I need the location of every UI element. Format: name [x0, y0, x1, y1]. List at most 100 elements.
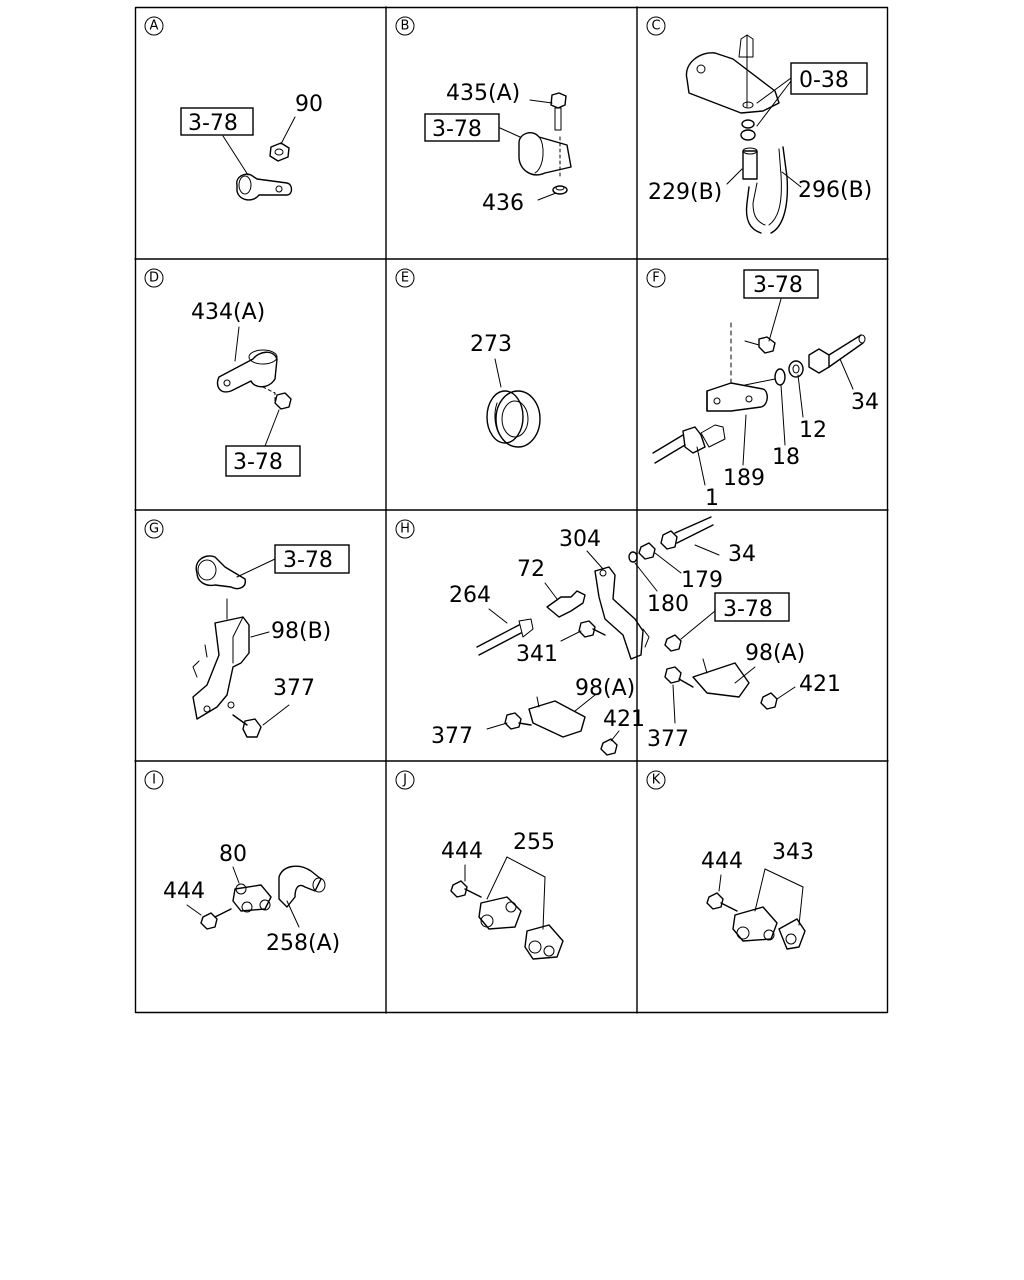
part-label-98b: 98(B) [271, 619, 331, 644]
nut-part-421a [760, 686, 796, 710]
part-label-341: 341 [516, 642, 558, 667]
bolt-part-444j [450, 880, 482, 898]
svg-text:C: C [651, 19, 660, 34]
part-label-343: 343 [772, 840, 814, 865]
bolt-part-377b [664, 666, 694, 724]
part-label-421b: 421 [603, 707, 645, 732]
ref-label-f: 3-78 [753, 273, 803, 298]
part-label-434a: 434(A) [191, 300, 265, 325]
section-marker-f: F [646, 268, 666, 288]
part-label-180: 180 [647, 592, 689, 617]
ref-box-f [743, 269, 819, 299]
parts-diagram: A B C D E F G H I J K 3-78 90 435(A) 3-7… [134, 6, 889, 1014]
nut-part-421b [600, 730, 620, 756]
parts-diagram-grid: A B C D E F G H I J K 3-78 90 435(A) 3-7… [134, 6, 889, 1014]
ref-box-d [225, 445, 301, 477]
part-label-304: 304 [559, 527, 601, 552]
part-label-264: 264 [449, 583, 491, 608]
part-label-1: 1 [705, 486, 719, 511]
ref-box-a [180, 107, 254, 136]
ref-box-g [274, 544, 350, 574]
section-h: 304 34 72 179 264 180 3-78 341 98(A) 98(… [431, 516, 841, 756]
part-label-377a: 377 [431, 724, 473, 749]
connector-part-229b [742, 147, 758, 180]
pipe-part-264 [476, 608, 534, 656]
nut-part-c [740, 119, 756, 141]
bracket-part-c [685, 34, 780, 114]
ref-label-g: 3-78 [283, 548, 333, 573]
washer-part-18 [774, 368, 786, 386]
section-marker-b: B [395, 16, 415, 36]
clip-part-434a [216, 349, 278, 393]
bracket-part-98a-1 [692, 658, 756, 698]
svg-text:E: E [401, 271, 409, 286]
svg-text:F: F [652, 271, 659, 286]
part-label-98a-2: 98(A) [575, 676, 635, 701]
ref-label-a: 3-78 [188, 111, 238, 136]
part-label-258a: 258(A) [266, 931, 340, 956]
ref-label-d: 3-78 [233, 450, 283, 475]
bolt-part-435a [550, 92, 567, 131]
part-label-90: 90 [295, 92, 323, 117]
part-label-12: 12 [799, 418, 827, 443]
clip-part-g [195, 555, 246, 590]
clip-part-a [236, 173, 293, 201]
nut-part-h [664, 610, 716, 652]
bracket-part-304 [586, 550, 650, 660]
ref-label-c: 0-38 [799, 68, 849, 93]
bolt-part-341 [560, 620, 606, 642]
fitting-part-72 [544, 582, 586, 618]
section-marker-a: A [144, 16, 164, 36]
section-marker-e: E [395, 268, 415, 288]
part-label-296b: 296(B) [798, 178, 872, 203]
nut-part-90 [269, 142, 290, 162]
section-e: 273 [470, 332, 541, 448]
ref-label-h: 3-78 [723, 597, 773, 622]
svg-text:G: G [149, 522, 159, 537]
part-label-34h: 34 [728, 542, 756, 567]
svg-text:D: D [149, 271, 159, 286]
elbow-part-258a [278, 865, 326, 908]
svg-text:J: J [402, 773, 407, 788]
nut-part-179 [638, 542, 682, 574]
part-label-98a-1: 98(A) [745, 641, 805, 666]
bolt-part-d [262, 386, 292, 410]
section-a: 3-78 90 [180, 92, 323, 201]
washer-part-436 [552, 185, 568, 195]
svg-text:H: H [400, 522, 410, 537]
bolt-part-377g [232, 714, 262, 738]
part-label-377g: 377 [273, 676, 315, 701]
section-marker-h: H [395, 519, 415, 539]
svg-text:B: B [401, 19, 410, 34]
part-label-273: 273 [470, 332, 512, 357]
part-label-72: 72 [517, 557, 545, 582]
part-label-377b: 377 [647, 727, 689, 752]
part-label-421a: 421 [799, 672, 841, 697]
section-marker-i: I [144, 770, 164, 790]
connector-part-34h [660, 516, 720, 556]
bracket-part-189 [706, 322, 768, 412]
ref-box-c [790, 62, 868, 95]
tee-part-343 [732, 906, 806, 950]
bolt-part-f [744, 336, 776, 354]
section-k: 444 343 [701, 840, 814, 950]
part-label-18: 18 [772, 445, 800, 470]
section-marker-c: C [646, 16, 666, 36]
grommet-part-273 [486, 390, 541, 448]
bolt-part-444k [706, 892, 738, 912]
section-marker-j: J [395, 770, 415, 790]
svg-text:K: K [652, 773, 661, 788]
svg-text:A: A [150, 19, 159, 34]
section-marker-k: K [646, 770, 666, 790]
part-label-80: 80 [219, 842, 247, 867]
bracket-part-98b [192, 598, 250, 720]
part-label-34f: 34 [851, 390, 879, 415]
section-g: 3-78 98(B) 377 [192, 544, 350, 738]
svg-text:I: I [152, 773, 156, 788]
section-marker-d: D [144, 268, 164, 288]
washer-part-180 [628, 551, 658, 592]
bolt-part-444i [200, 908, 232, 930]
ref-label-b: 3-78 [432, 117, 482, 142]
tee-part-80 [232, 883, 272, 913]
bolt-part-377a [486, 712, 532, 730]
